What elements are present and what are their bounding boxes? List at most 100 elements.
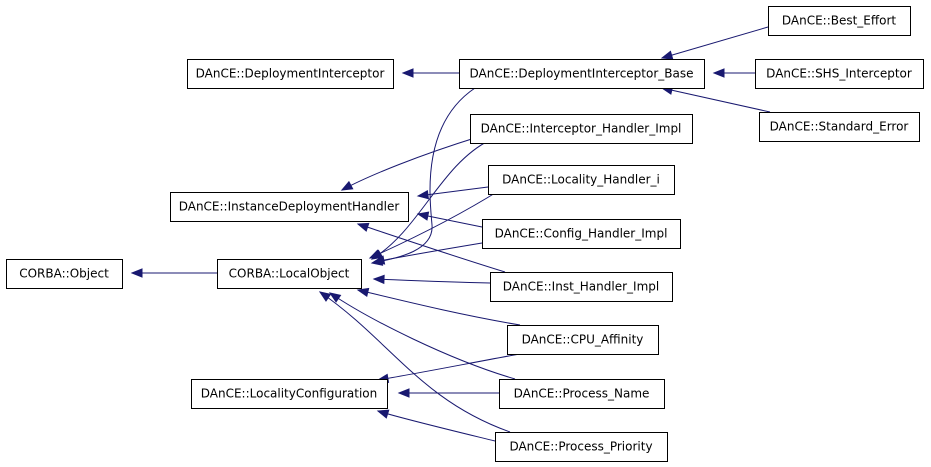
class-box[interactable] [755,59,924,89]
arrowhead-icon [712,68,725,78]
class-box[interactable] [759,112,920,142]
class-node-instance-deployment-handler[interactable]: DAnCE::InstanceDeploymentHandler [170,192,409,222]
inheritance-edge [356,222,506,273]
class-label: DAnCE::Process_Priority [509,440,652,454]
class-label: DAnCE::Process_Name [514,387,650,401]
arrowhead-icon [416,189,430,200]
class-node-inst-handler-impl[interactable]: DAnCE::Inst_Handler_Impl [490,272,673,302]
class-node-deployment-interceptor-base[interactable]: DAnCE::DeploymentInterceptor_Base [459,59,705,89]
class-label: DAnCE::LocalityConfiguration [201,387,378,401]
edge-line [661,26,769,59]
class-label: DAnCE::Config_Handler_Impl [495,227,668,241]
edge-line [357,223,506,273]
arrowhead-icon [318,291,332,302]
class-box[interactable] [217,259,362,289]
edge-line [371,139,491,260]
inheritance-edge [376,352,526,383]
inheritance-edge [660,85,771,113]
edge-line [377,410,496,442]
class-label: DAnCE::DeploymentInterceptor_Base [470,67,694,81]
class-node-shs-interceptor[interactable]: DAnCE::SHS_Interceptor [755,59,924,89]
inheritance-edge [318,291,511,433]
class-label: DAnCE::Standard_Error [770,120,909,134]
class-box[interactable] [768,6,911,36]
class-node-corba-object[interactable]: CORBA::Object [6,259,123,289]
class-box[interactable] [495,432,668,462]
class-label: DAnCE::SHS_Interceptor [766,67,912,81]
arrowhead-icon [130,268,143,278]
edge-line [417,213,483,228]
edge-line [329,292,516,380]
class-label: DAnCE::Inst_Handler_Impl [503,280,659,294]
class-node-corba-localobject[interactable]: CORBA::LocalObject [217,259,362,289]
edge-line [319,291,511,433]
inheritance-edge [416,186,489,200]
arrowhead-icon [368,249,382,259]
inheritance-edge [416,211,483,228]
class-label: CORBA::Object [19,267,109,281]
class-label: CORBA::LocalObject [229,267,350,281]
edge-line [377,352,526,381]
arrowhead-icon [397,388,410,398]
class-label: DAnCE::Best_Effort [782,14,897,28]
inheritance-edge [328,292,516,380]
edge-line [417,186,489,197]
arrowhead-icon [340,180,354,191]
inheritance-edge [397,388,499,398]
inheritance-edge [401,68,459,78]
class-node-interceptor-handler-impl[interactable]: DAnCE::Interceptor_Handler_Impl [470,114,693,144]
arrowhead-icon [372,255,386,265]
class-box[interactable] [6,259,123,289]
arrowhead-icon [372,274,385,285]
class-box[interactable] [482,219,681,249]
arrowhead-icon [356,287,370,298]
class-node-deployment-interceptor[interactable]: DAnCE::DeploymentInterceptor [187,59,394,89]
edge-line [661,87,771,113]
inheritance-edge [340,136,479,191]
inheritance-edge [356,287,521,326]
class-box[interactable] [187,59,394,89]
arrowhead-icon [660,50,674,60]
edge-line [373,278,491,284]
class-box[interactable] [499,379,665,409]
class-box[interactable] [470,114,693,144]
class-box[interactable] [488,165,675,195]
class-box[interactable] [490,272,673,302]
class-box[interactable] [191,379,388,409]
inheritance-edge [370,87,476,266]
class-label: DAnCE::CPU_Affinity [522,333,644,347]
inheritance-edge [376,409,496,442]
class-node-locality-handler-i[interactable]: DAnCE::Locality_Handler_i [488,165,675,195]
inheritance-edge [130,268,217,278]
arrowhead-icon [416,211,430,221]
class-label: DAnCE::Locality_Handler_i [502,173,660,187]
inheritance-edge [368,189,501,259]
arrowhead-icon [328,292,342,303]
class-node-best-effort[interactable]: DAnCE::Best_Effort [768,6,911,36]
class-node-process-priority[interactable]: DAnCE::Process_Priority [495,432,668,462]
arrowhead-icon [376,409,390,419]
class-label: DAnCE::DeploymentInterceptor [196,67,385,81]
class-node-process-name[interactable]: DAnCE::Process_Name [499,379,665,409]
arrowhead-icon [356,222,370,232]
arrowhead-icon [401,68,414,78]
class-box[interactable] [459,59,705,89]
class-node-cpu-affinity[interactable]: DAnCE::CPU_Affinity [507,325,659,355]
inheritance-edge [712,68,755,78]
edge-line [341,136,479,191]
class-node-config-handler-impl[interactable]: DAnCE::Config_Handler_Impl [482,219,681,249]
class-node-locality-configuration[interactable]: DAnCE::LocalityConfiguration [191,379,388,409]
class-label: DAnCE::Interceptor_Handler_Impl [481,122,682,136]
class-box[interactable] [507,325,659,355]
edge-line [369,189,501,259]
class-box[interactable] [170,192,409,222]
inheritance-edge [372,274,491,285]
inheritance-edge [660,26,769,60]
edge-line [357,289,521,326]
class-label: DAnCE::InstanceDeploymentHandler [179,200,400,214]
edge-line [371,87,476,264]
class-node-standard-error[interactable]: DAnCE::Standard_Error [759,112,920,142]
